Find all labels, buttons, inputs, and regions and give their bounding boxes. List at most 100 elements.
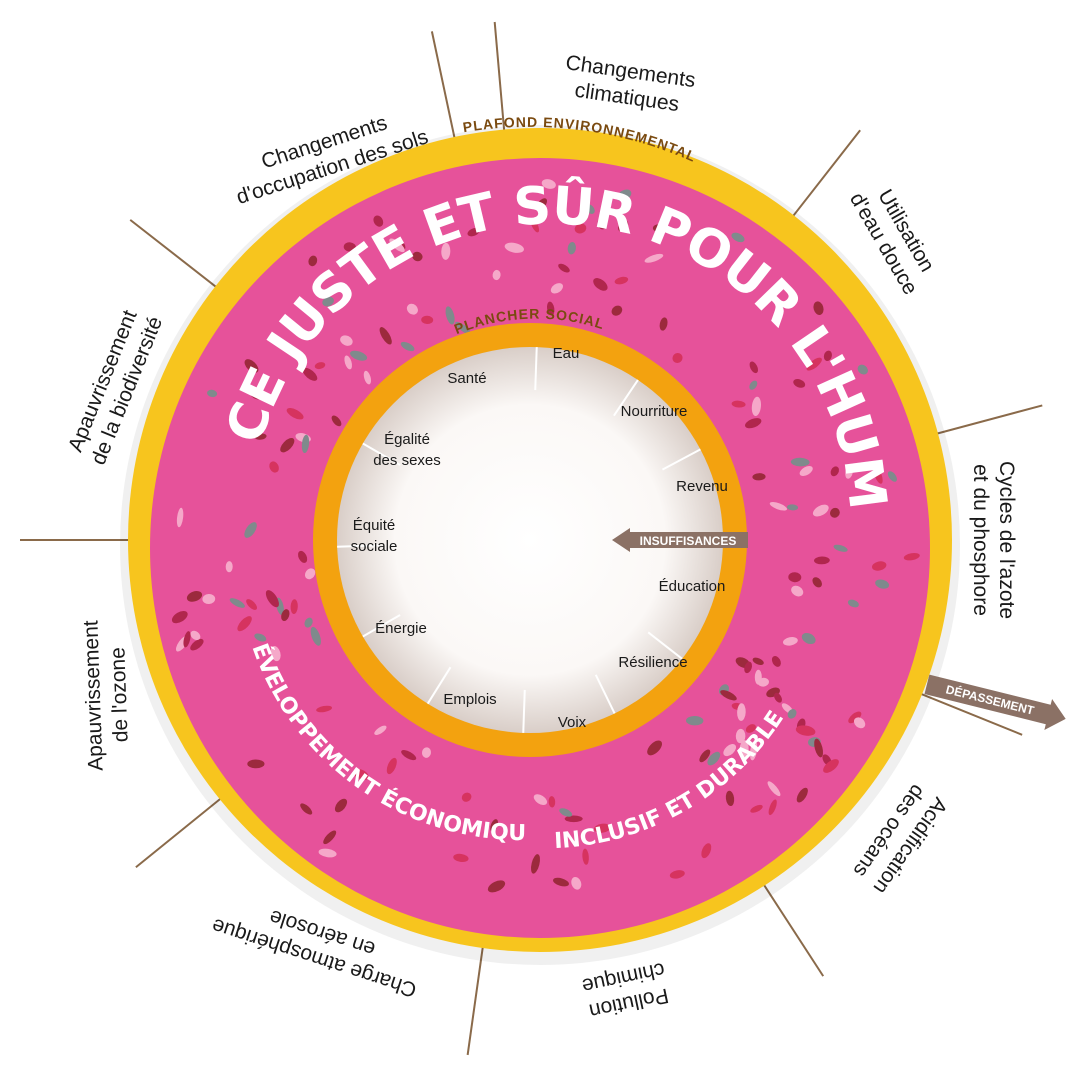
sprinkle xyxy=(731,232,745,243)
social-label: Santé xyxy=(447,370,486,387)
doughnut-hole xyxy=(337,347,723,733)
environmental-label: Apauvrissementde l'ozone xyxy=(79,619,133,771)
sprinkle xyxy=(467,228,480,237)
sprinkle xyxy=(559,808,573,817)
sprinkle xyxy=(310,626,321,646)
sprinkle xyxy=(531,854,540,874)
sprinkle xyxy=(350,350,368,361)
sprinkle xyxy=(774,692,782,703)
social-label-line: Nourriture xyxy=(621,403,688,420)
sprinkle xyxy=(318,848,337,858)
sprinkle xyxy=(799,466,813,476)
sprinkle xyxy=(757,677,769,687)
sprinkle xyxy=(441,242,451,260)
sprinkle xyxy=(400,341,415,352)
sprinkle xyxy=(814,738,824,758)
sprinkle xyxy=(767,781,781,797)
sprinkle xyxy=(786,504,799,511)
social-label: Résilience xyxy=(618,654,687,671)
sprinkle xyxy=(574,223,587,234)
sprinkle xyxy=(567,242,576,255)
sprinkle xyxy=(316,705,332,713)
sprinkle xyxy=(731,400,746,408)
sprinkles xyxy=(171,179,920,893)
social-label-line: Égalité xyxy=(384,431,430,448)
sprinkle xyxy=(487,880,506,893)
social-label-line: Eau xyxy=(553,345,580,362)
sprinkle xyxy=(171,610,188,624)
social-label-line: sociale xyxy=(351,538,398,555)
sprinkle xyxy=(723,744,737,757)
sprinkle xyxy=(492,269,501,281)
social-divider xyxy=(661,448,701,471)
sprinkle xyxy=(669,870,685,879)
sprinkle xyxy=(735,728,746,744)
sprinkle xyxy=(322,296,334,307)
sprinkle xyxy=(813,301,824,315)
sprinkle xyxy=(286,408,304,420)
sprinkle xyxy=(752,473,766,481)
sprinkle xyxy=(659,317,668,331)
sprinkle xyxy=(280,438,295,453)
sprinkle xyxy=(582,848,589,865)
sprinkle xyxy=(281,609,290,622)
sprinkle xyxy=(745,418,762,429)
sprinkle xyxy=(812,504,829,517)
sprinkle xyxy=(593,278,608,291)
sprinkle xyxy=(787,708,797,719)
sprinkle xyxy=(504,242,524,253)
sprinkle xyxy=(176,507,184,528)
social-label-line: Éducation xyxy=(659,578,726,595)
sprinkle xyxy=(300,803,313,815)
social-label-line: Résilience xyxy=(618,654,687,671)
social-label: Énergie xyxy=(375,620,427,637)
sprinkle xyxy=(363,370,372,385)
social-label-line: Emplois xyxy=(443,691,496,708)
sprinkle xyxy=(853,717,866,729)
sprinkle xyxy=(749,740,758,761)
sprinkle xyxy=(647,740,663,756)
sprinkle xyxy=(550,283,563,294)
sprinkle xyxy=(331,415,342,427)
sprinkle xyxy=(533,794,548,806)
sprinkle xyxy=(246,599,258,610)
sprinkle xyxy=(304,617,313,628)
sprinkle xyxy=(790,457,810,467)
sprinkle xyxy=(707,751,721,766)
sprinkle xyxy=(249,388,263,400)
sprinkle xyxy=(541,179,556,189)
sprinkle xyxy=(814,556,830,565)
sprinkle xyxy=(237,616,252,632)
sprinkle xyxy=(247,759,265,769)
environmental-label-line: Apauvrissement xyxy=(79,620,107,771)
environmental-label: Cycles de l'azoteet du phosphore xyxy=(969,461,1018,619)
sprinkle xyxy=(186,591,203,602)
sprinkle xyxy=(269,461,279,473)
sprinkle xyxy=(302,367,318,381)
sprinkle xyxy=(769,502,788,511)
social-label-line: Voix xyxy=(558,714,587,731)
sprinkle xyxy=(823,759,839,773)
sprinkle xyxy=(558,263,570,273)
social-divider xyxy=(337,544,381,548)
sprinkle xyxy=(421,315,434,325)
sprinkle xyxy=(672,352,683,364)
sprinkle xyxy=(571,876,582,890)
sprinkle xyxy=(353,768,369,780)
sprinkle xyxy=(782,637,798,646)
sprinkle xyxy=(845,465,853,479)
sprinkle xyxy=(593,823,611,833)
sprinkle xyxy=(202,593,216,605)
social-divider xyxy=(362,442,401,466)
social-label-line: Équité xyxy=(353,517,396,534)
sprinkle xyxy=(461,792,472,802)
sprinkle xyxy=(379,327,392,345)
environmental-label: Changementsclimatiques xyxy=(561,51,697,118)
social-label: Revenu xyxy=(676,478,728,495)
sprinkle xyxy=(225,561,233,573)
sprinkle xyxy=(453,853,469,863)
sprinkle xyxy=(490,819,498,832)
sprinkle xyxy=(343,242,356,252)
sprinkle xyxy=(421,747,432,758)
